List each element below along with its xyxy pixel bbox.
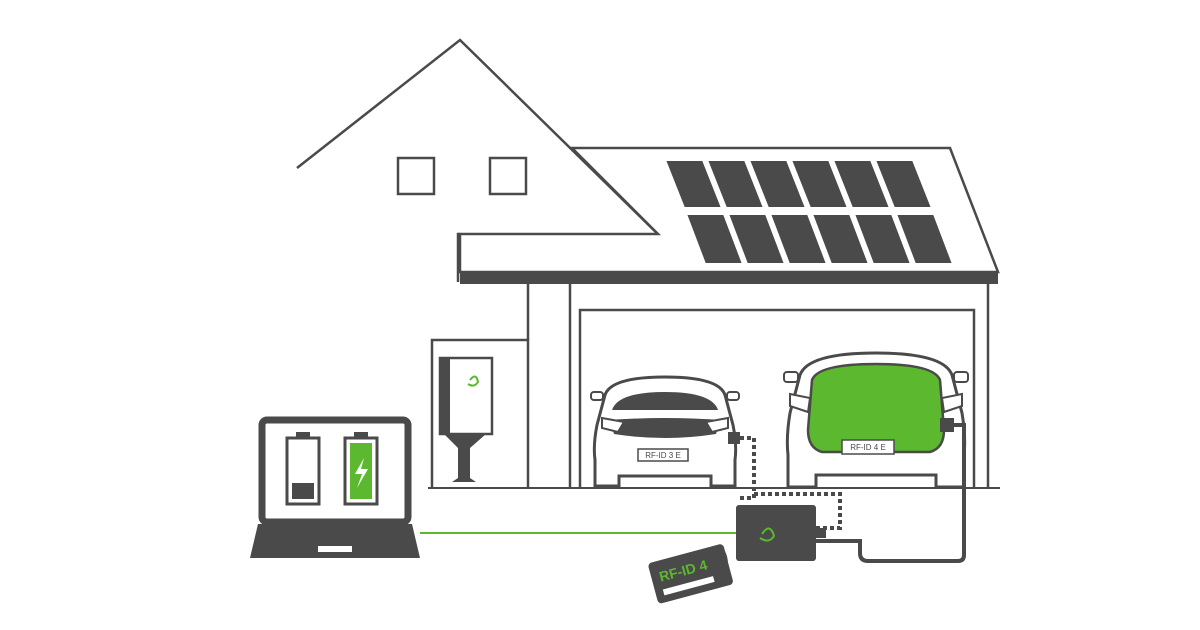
laptop-touchpad — [318, 546, 352, 552]
wallbox-port-right — [814, 528, 826, 538]
car-right-charge-port — [940, 418, 954, 432]
wallbox-body — [736, 505, 816, 561]
car-right-plate-text: RF-ID 4 E — [850, 443, 886, 452]
laptop-base — [250, 524, 420, 558]
home-battery-side — [440, 358, 450, 434]
home-battery-stand — [444, 434, 486, 482]
laptop-screen-frame — [262, 420, 408, 522]
car-left-mirror-l — [591, 392, 603, 400]
car-right-mirror-l — [784, 372, 798, 382]
house-window-right — [490, 158, 526, 194]
wallbox-icon — [736, 505, 826, 561]
rfid-card-icon: RF-ID 4 — [648, 543, 734, 604]
laptop-icon — [250, 420, 420, 558]
car-right: RF-ID 4 E — [784, 353, 968, 487]
home-battery-icon — [440, 358, 492, 482]
car-left-mirror-r — [727, 392, 739, 400]
battery-empty-icon — [287, 432, 319, 504]
battery-charging-icon — [345, 432, 377, 504]
house-roof-outline — [297, 40, 668, 244]
house-window-left — [398, 158, 434, 194]
car-left-plate-text: RF-ID 3 E — [645, 451, 681, 460]
car-right-green-body — [808, 364, 944, 452]
car-left-charge-port — [728, 432, 740, 444]
car-left: RF-ID 3 E — [591, 377, 740, 486]
garage-roof-fascia — [460, 272, 998, 284]
battery-empty-level — [292, 483, 314, 499]
car-left-grille — [610, 418, 720, 438]
car-right-mirror-r — [954, 372, 968, 382]
